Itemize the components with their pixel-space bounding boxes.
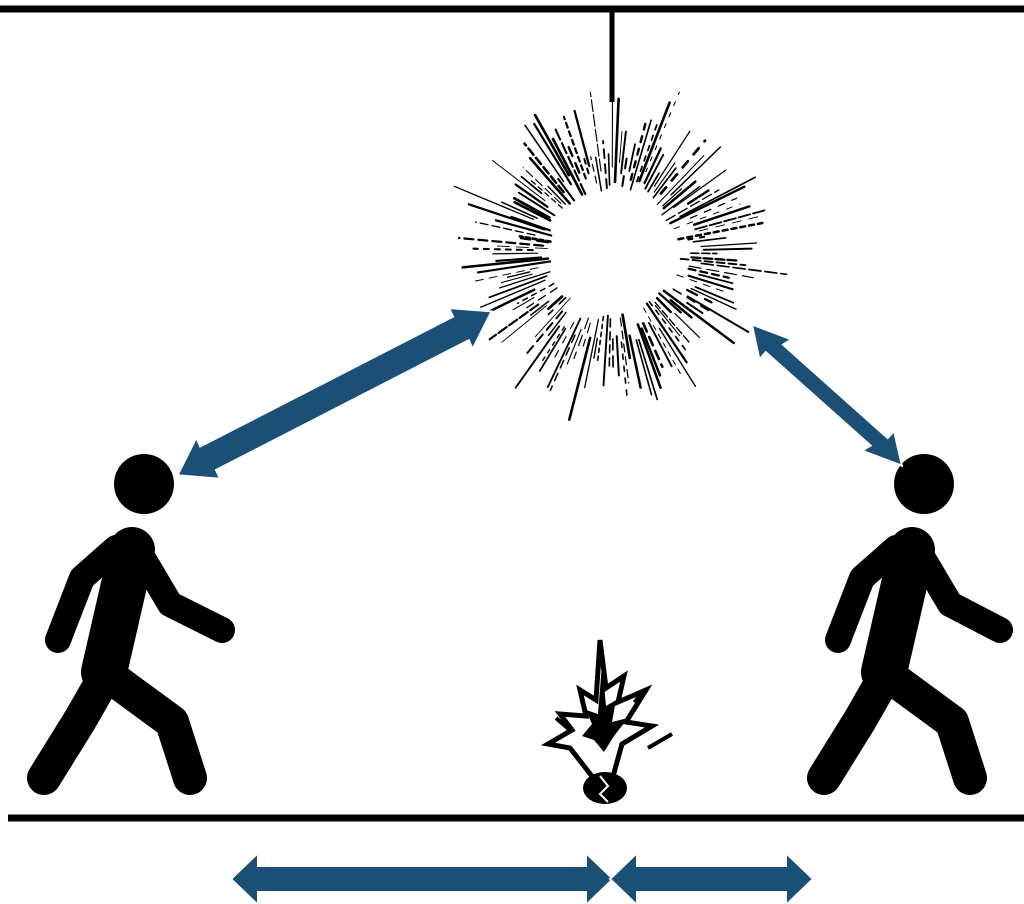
starburst-ray	[630, 336, 641, 388]
starburst-ray	[689, 266, 753, 278]
person-front-leg	[112, 678, 190, 778]
person-back-leg	[44, 678, 104, 778]
walking-person-left-icon	[44, 454, 222, 778]
person-front-arm	[924, 560, 1000, 630]
starburst-ray	[654, 131, 689, 186]
arrow-left-observer-to-flash	[178, 308, 492, 479]
person-front-leg	[892, 678, 970, 778]
starburst-ray	[691, 289, 736, 310]
starburst-ray	[680, 177, 755, 216]
debris-line	[648, 734, 672, 748]
starburst-ray	[603, 141, 607, 188]
starburst-ray	[542, 327, 565, 363]
starburst-ray	[646, 92, 680, 171]
starburst-ray	[604, 316, 608, 386]
starburst-ray	[704, 249, 752, 250]
starburst-ray	[701, 243, 756, 247]
starburst-ray	[671, 147, 720, 195]
starburst-ray	[696, 287, 734, 303]
arrow-right-observer-to-flash	[752, 325, 902, 466]
starburst-flash-icon	[454, 92, 786, 419]
starburst-ray	[617, 336, 619, 375]
starburst-ray	[609, 319, 610, 371]
person-head	[114, 454, 174, 514]
starburst-ray	[516, 185, 548, 207]
starburst-ray	[564, 117, 586, 179]
walking-person-right-icon	[824, 454, 1000, 778]
starburst-ray	[620, 132, 623, 163]
starburst-ray	[661, 141, 705, 194]
starburst-ray	[659, 328, 695, 386]
person-back-leg	[824, 678, 884, 778]
arrow-ground-left-span	[231, 853, 613, 904]
starburst-ray	[534, 124, 571, 184]
arrow-ground-right-span	[610, 853, 813, 904]
starburst-ray	[609, 154, 610, 185]
starburst-ray	[597, 317, 603, 363]
starburst-ray	[489, 276, 546, 297]
starburst-ray	[575, 111, 590, 166]
person-head	[894, 454, 954, 514]
starburst-ray	[693, 238, 725, 242]
starburst-ray	[518, 284, 554, 304]
starburst-ray	[474, 249, 533, 250]
starburst-ray	[508, 272, 530, 277]
starburst-ray	[493, 253, 538, 254]
starburst-ray	[596, 157, 602, 190]
starburst-ray	[615, 99, 619, 182]
explosion-icon	[548, 640, 672, 804]
starburst-ray	[511, 217, 550, 230]
person-front-arm	[144, 560, 222, 630]
